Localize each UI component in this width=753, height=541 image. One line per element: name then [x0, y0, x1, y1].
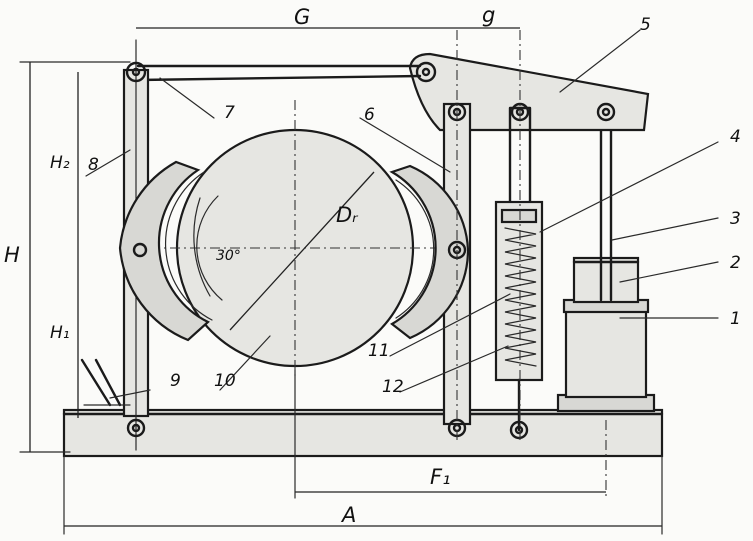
dimension-lines: [19, 27, 663, 535]
left-brake-shoe: [118, 160, 223, 342]
spring-housing: [494, 106, 544, 432]
dim-F1: F₁: [430, 465, 451, 489]
label-2: 2: [730, 253, 741, 273]
brake-drum-10: [150, 100, 470, 380]
part-labels: 1 2 3 4 5 6 7 8 9 10 11 12: [88, 15, 741, 397]
label-10: 10: [214, 371, 236, 391]
leader-lines: [85, 29, 719, 399]
adjuster-9: [80, 358, 131, 407]
dim-A: A: [340, 503, 356, 527]
dim-H: H: [4, 243, 20, 267]
label-8: 8: [88, 155, 99, 175]
dim-Dr: Dᵣ: [336, 203, 359, 227]
label-1: 1: [730, 309, 741, 329]
upper-rod-7: [136, 64, 422, 82]
right-brake-shoe: [389, 164, 470, 340]
label-5: 5: [640, 15, 651, 35]
dim-H2: H₂: [50, 153, 70, 173]
label-6: 6: [364, 105, 375, 125]
label-12: 12: [382, 377, 404, 397]
base-plate: [62, 408, 664, 458]
label-11: 11: [368, 341, 390, 361]
thruster-unit: [556, 256, 656, 413]
label-9: 9: [170, 371, 181, 391]
thruster-rod: [599, 106, 613, 302]
label-7: 7: [224, 103, 235, 123]
label-4: 4: [730, 127, 741, 147]
dim-G: G: [294, 5, 310, 29]
dim-H1: H₁: [50, 323, 70, 343]
dimension-labels: G g H H₂ H₁ Dᵣ F₁ A 30°: [4, 3, 495, 527]
dim-angle: 30°: [216, 248, 241, 264]
label-3: 3: [730, 209, 741, 229]
center-lines: [456, 30, 607, 500]
dim-g: g: [482, 3, 495, 27]
